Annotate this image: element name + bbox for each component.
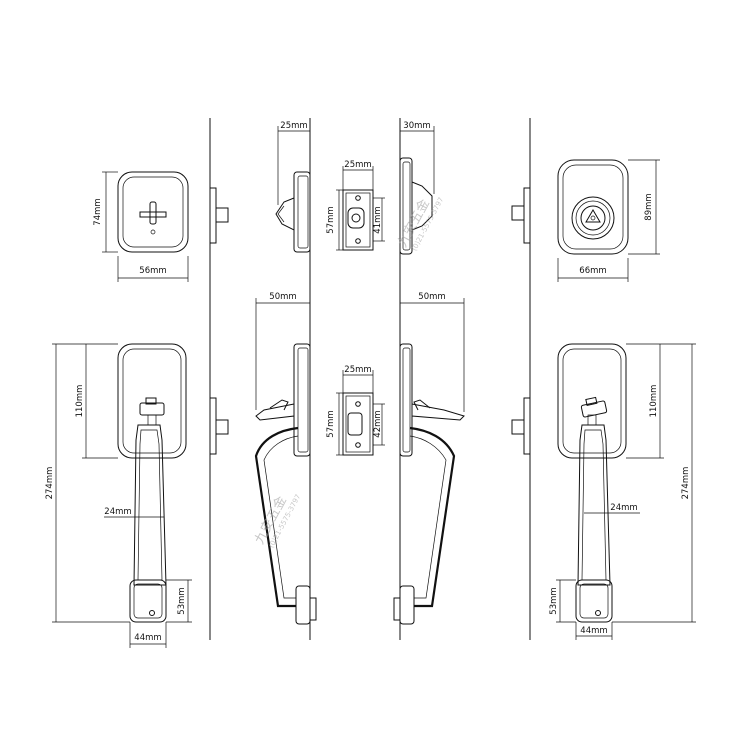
dim-lever-depth-right: 50mm [418,292,445,302]
dim-left-base-height: 53mm [177,587,187,614]
handleset-front-right: 110mm 274mm 24mm 53mm 44mm [549,343,696,640]
watermark-bottom: 九安五金 (0)21-5575-3797 [251,493,302,549]
dim-tl-width: 56mm [139,266,166,276]
dim-plate2-height: 57mm [326,410,336,437]
dim-left-handle-width: 24mm [104,507,131,517]
handleset-front-left: 110mm 274mm 24mm 53mm 44mm [45,343,192,648]
dim-left-plate-height: 110mm [75,385,85,418]
dim-plate2-hole: 42mm [373,410,383,437]
handleset-side-right: 50mm [393,292,465,625]
latch-stub-left-bottom [209,397,229,455]
dim-tr-width: 66mm [579,266,606,276]
latch-stub-left-top [209,187,229,244]
dim-right-handle-width: 24mm [610,503,637,513]
deadbolt-front-left: 56mm 74mm [93,171,189,282]
dim-tr-height: 89mm [644,193,654,220]
dim-left-total-height: 274mm [45,467,55,500]
latch-stub-right-bottom [511,397,531,455]
dim-plate1-hole: 41mm [373,206,383,233]
dim-deadbolt-depth: 25mm [280,121,307,131]
watermark-top: 九安五金 (0)21-5575-3797 [394,196,445,252]
dim-left-base-width: 44mm [134,633,161,643]
dim-right-base-height: 53mm [549,587,559,614]
dim-deadbolt-depth-right: 30mm [403,121,430,131]
dim-right-total-height: 274mm [681,467,691,500]
deadbolt-side-right: 30mm [399,121,435,255]
dim-plate2-width: 25mm [344,365,371,375]
latch-stub-right-top [511,187,531,244]
dim-tl-height: 74mm [93,198,103,225]
dim-plate1-height: 57mm [326,206,336,233]
strike-plate-top: 25mm 57mm 41mm [326,160,385,251]
dim-plate1-width: 25mm [344,160,371,170]
deadbolt-side-left: 25mm [275,121,311,253]
dim-right-plate-height: 110mm [649,385,659,418]
dim-right-base-width: 44mm [580,626,607,636]
handleset-side-left: 50mm [254,292,317,625]
cylinder-front-right: 89mm 66mm [557,159,660,282]
dim-lever-depth-left: 50mm [269,292,296,302]
strike-plate-bottom: 25mm 57mm 42mm [326,365,385,456]
